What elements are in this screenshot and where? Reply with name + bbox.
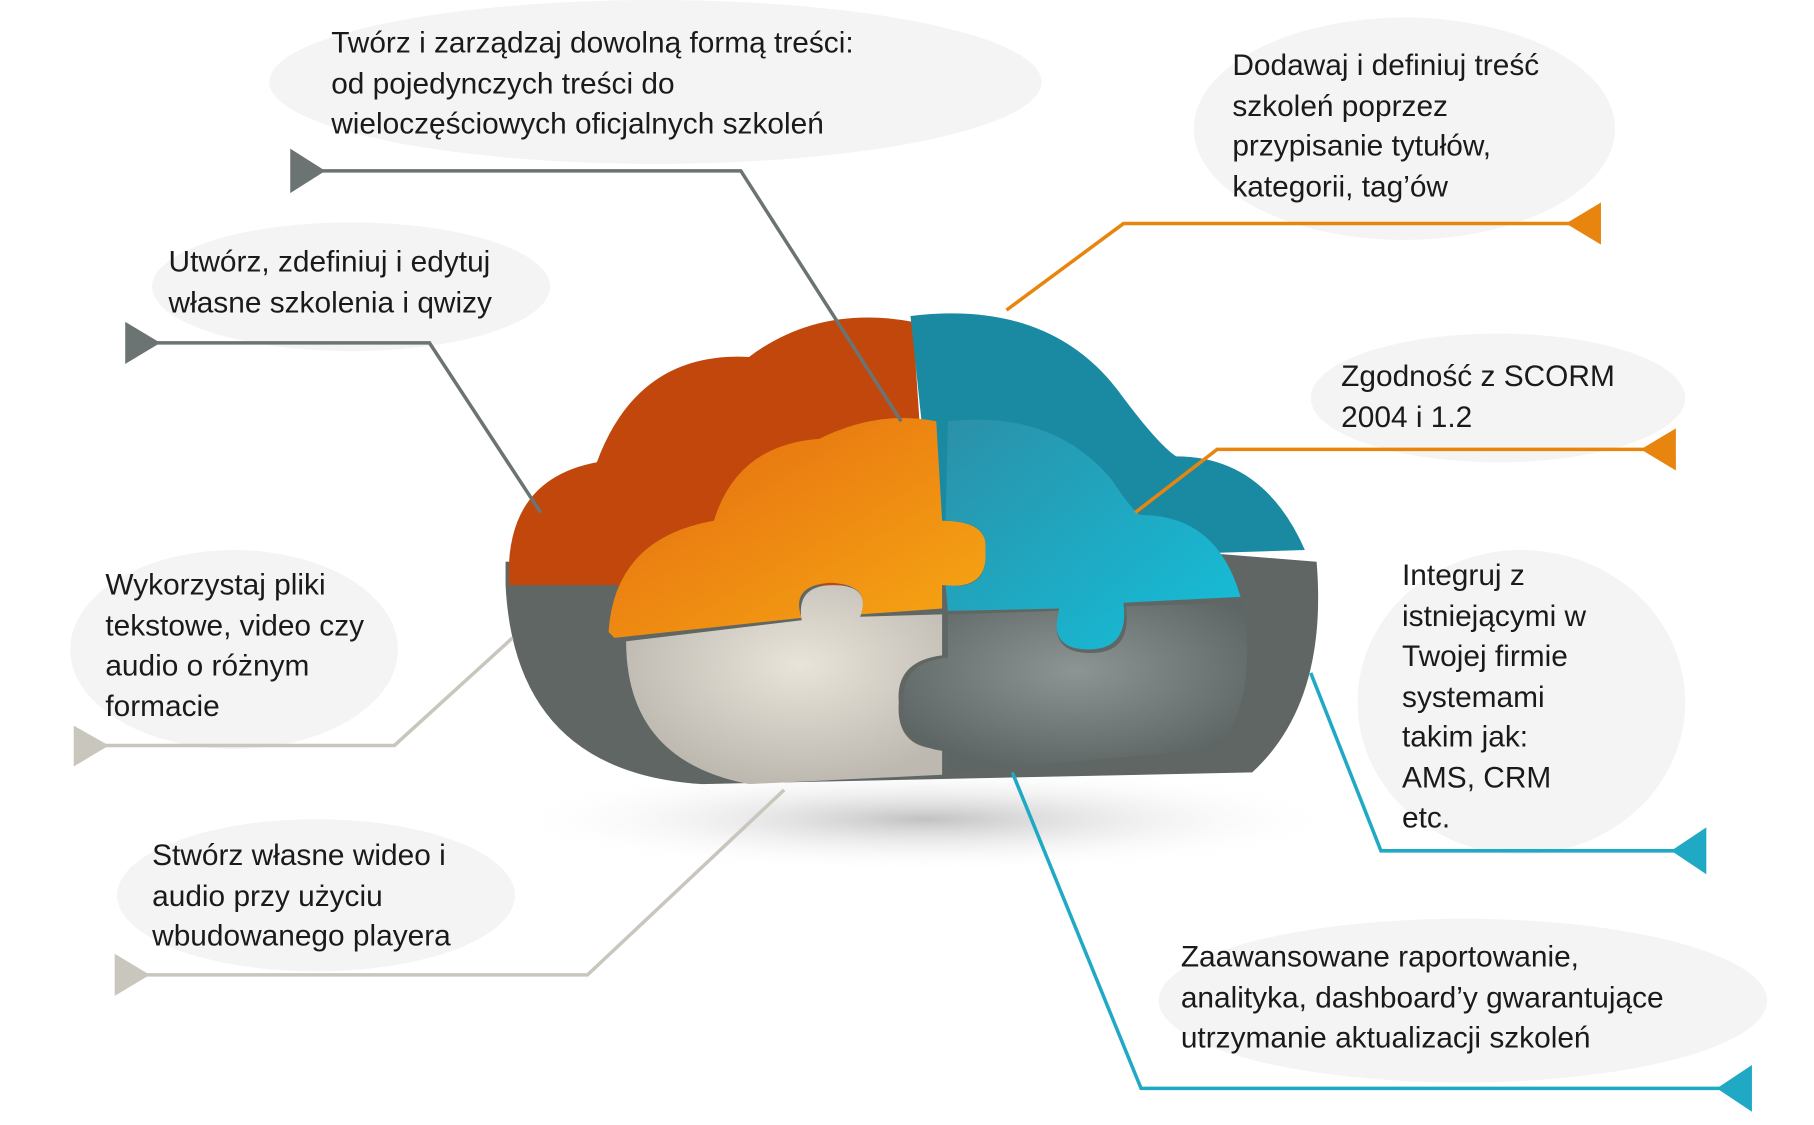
- leader-line-reporting: [1010, 771, 1738, 1091]
- leader-lines: [91, 169, 1738, 1091]
- arrow-icon: [1640, 428, 1676, 471]
- leader-line-metadata: [1005, 221, 1587, 312]
- leader-line-scorm: [1134, 447, 1662, 514]
- teal-puzzle-piece: [945, 419, 1241, 650]
- dark-gray-puzzle-piece: [903, 602, 1247, 773]
- background-bubbles: [70, 0, 1768, 1083]
- arrow-icon: [1716, 1064, 1752, 1112]
- feature-integrations: Integruj z istniejącymi w Twojej firmie …: [1402, 559, 1587, 835]
- arrow-icon: [114, 953, 150, 996]
- arrow-icon: [290, 148, 326, 194]
- leader-line-files: [91, 636, 514, 748]
- feature-course-editor: Utwórz, zdefiniuj i edytuj własne szkole…: [168, 245, 492, 319]
- feature-reporting: Zaawansowane raportowanie, analityka, da…: [1180, 940, 1664, 1055]
- arrow-icon: [1671, 827, 1707, 875]
- feature-file-formats: Wykorzystaj pliki tekstowe, video czy au…: [105, 568, 365, 723]
- pointer-arrows: [73, 148, 1752, 1112]
- leader-line-content: [306, 169, 903, 423]
- arrow-icon: [73, 725, 109, 767]
- cloud-shadow: [503, 766, 1346, 872]
- arrow-icon: [125, 321, 161, 364]
- feature-scorm: Zgodność z SCORM 2004 i 1.2: [1341, 360, 1615, 434]
- light-gray-puzzle-piece: [626, 585, 943, 785]
- feature-content-management: Twórz i zarządzaj dowolną formą treści: …: [331, 26, 854, 141]
- orange-puzzle-piece: [608, 417, 986, 638]
- leader-line-player: [131, 788, 786, 977]
- leader-line-integrations: [1309, 672, 1692, 853]
- arrow-icon: [1565, 202, 1601, 245]
- feature-built-in-player: Stwórz własne wideo i audio przy użyciu …: [152, 839, 451, 953]
- leader-line-courses: [140, 341, 543, 514]
- feature-metadata: Dodawaj i definiuj treść szkoleń poprzez…: [1232, 49, 1540, 204]
